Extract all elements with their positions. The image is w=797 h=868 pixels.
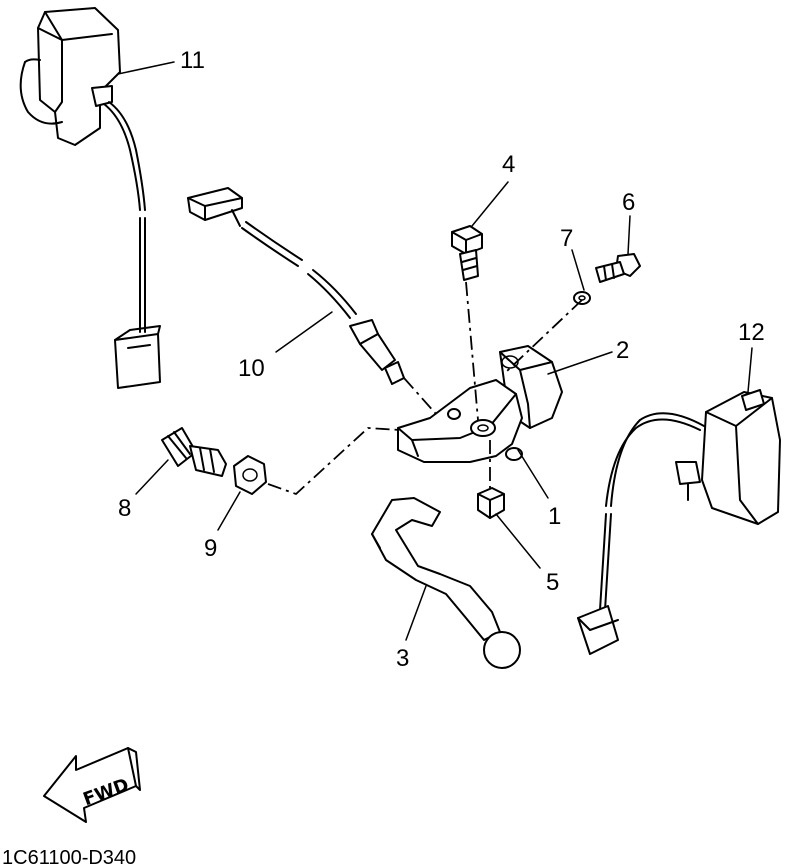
part-5-nut: [477, 487, 505, 519]
part-3-clutch-lever: [371, 497, 521, 669]
callout-12: 12: [738, 319, 765, 346]
assembly-center-lines: [267, 281, 583, 496]
part-4-bolt: [451, 225, 483, 281]
callout-9: 9: [204, 535, 217, 562]
callout-labels: 11 4 7 6 2 12 10 1 8 9 5 3: [118, 47, 765, 672]
callout-4: 4: [502, 151, 515, 178]
part-7-washer: [573, 291, 591, 305]
callout-8: 8: [118, 495, 131, 522]
part-9-locknut: [233, 455, 267, 495]
diagram-code: 1C61100-D340: [2, 847, 136, 868]
part-10-switch-lead: [187, 187, 405, 385]
part-8-adjuster: [161, 427, 227, 477]
callout-6: 6: [622, 189, 635, 216]
callout-3: 3: [396, 645, 409, 672]
leader-lines: [117, 61, 753, 641]
part-1-lever-holder: [397, 379, 523, 463]
callout-2: 2: [616, 337, 629, 364]
fwd-direction-arrow: FWD: [43, 747, 141, 823]
part-12-switch-assembly: [577, 389, 781, 655]
callout-11: 11: [180, 47, 205, 74]
part-6-screw: [595, 253, 641, 283]
callout-1: 1: [548, 503, 561, 530]
callout-10: 10: [238, 355, 265, 382]
callout-5: 5: [546, 569, 559, 596]
callout-7: 7: [560, 225, 573, 252]
part-11-switch-assembly: [19, 7, 161, 389]
